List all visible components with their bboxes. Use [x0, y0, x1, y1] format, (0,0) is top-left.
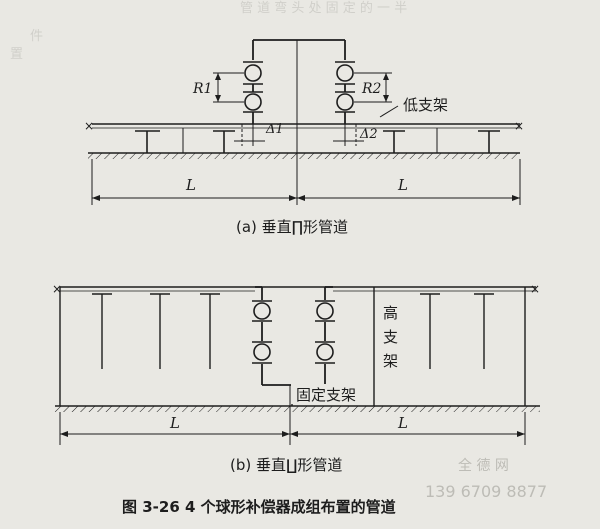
watermark-line1: 全 德 网 — [458, 457, 509, 474]
figure-caption: 图 3-26 4 个球形补偿器成组布置的管道 — [122, 498, 396, 516]
svg-text:支: 支 — [383, 328, 398, 346]
diagram-b: × × — [52, 282, 540, 445]
label-delta1: Δ1 — [265, 122, 284, 137]
watermark-line2: 139 6709 8877 — [425, 482, 547, 501]
caption-b: (b) 垂直∐形管道 — [230, 456, 342, 474]
svg-text:×: × — [84, 119, 94, 133]
diagram-a: × × — [84, 39, 524, 205]
svg-text:高: 高 — [383, 304, 398, 322]
label-fixed-support: 固定支架 — [296, 386, 356, 404]
l-dims-b — [59, 412, 526, 445]
label-delta2: Δ2 — [359, 127, 378, 142]
ball-compensators-b — [252, 300, 335, 364]
svg-text:管 道 弯 头 处 固 定 的 一 半: 管 道 弯 头 处 固 定 的 一 半 — [240, 0, 407, 16]
background-bleed: 管 道 弯 头 处 固 定 的 一 半 置 件 — [10, 0, 407, 62]
label-l-right-b: L — [397, 414, 408, 432]
low-supports-a — [135, 130, 500, 153]
svg-text:×: × — [530, 282, 540, 296]
svg-text:架: 架 — [383, 352, 398, 370]
label-l-right-a: L — [397, 176, 408, 194]
caption-a: (a) 垂直∏形管道 — [236, 218, 348, 236]
label-r1: R1 — [192, 81, 212, 97]
ground-hatch-b — [55, 406, 540, 412]
label-r2: R2 — [361, 81, 382, 97]
label-high-support-vertical: 高 支 架 — [383, 304, 398, 370]
label-low-support: 低支架 — [403, 96, 448, 114]
r-dims — [213, 72, 392, 103]
pi-loop — [252, 39, 346, 124]
svg-text:×: × — [514, 119, 524, 133]
ground-hatch-a — [88, 153, 520, 159]
delta-dims — [234, 124, 364, 146]
svg-text:置: 置 — [10, 47, 23, 62]
svg-text:×: × — [52, 282, 62, 296]
label-l-left-a: L — [185, 176, 196, 194]
l-dims-a — [91, 159, 521, 205]
columns-b — [59, 287, 526, 406]
svg-text:件: 件 — [30, 29, 43, 44]
ball-compensators-a — [243, 61, 355, 113]
label-l-left-b: L — [169, 414, 180, 432]
